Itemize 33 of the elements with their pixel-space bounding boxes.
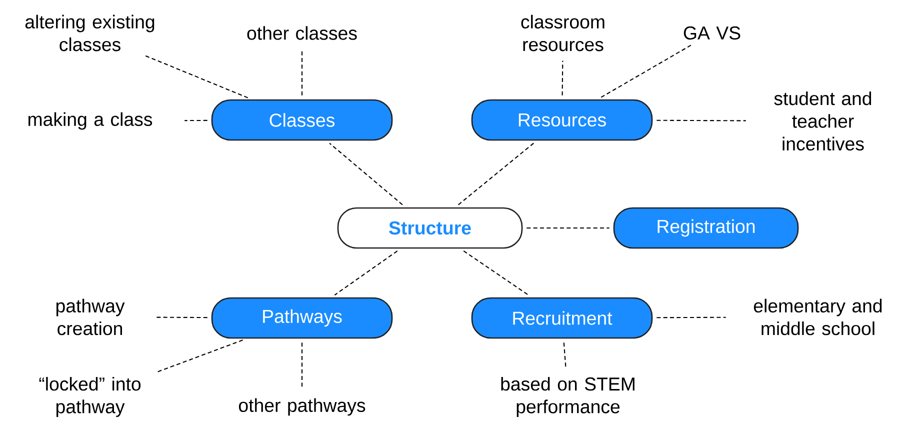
connector-line: [458, 142, 534, 206]
topic-note: based on STEM performance: [501, 376, 634, 418]
topic-box: Registration: [613, 207, 799, 249]
connector-line: [184, 120, 208, 122]
connector-line: [600, 44, 692, 98]
topic-box: Recruitment: [471, 297, 653, 339]
connector-line: [155, 340, 243, 374]
connector-line: [334, 250, 398, 296]
topic-note: “locked” into pathway: [39, 376, 141, 418]
connector-line: [656, 316, 726, 318]
connector-line: [301, 342, 303, 389]
topic-note: classroom resources: [521, 14, 604, 52]
topic-note: pathway creation: [56, 298, 125, 336]
topic-note: GA VS: [684, 26, 740, 40]
topic-note: other classes: [247, 26, 357, 40]
topic-box: Classes: [211, 99, 393, 141]
connector-line: [329, 142, 403, 206]
topic-note: student and teacher incentives: [774, 91, 872, 151]
connector-line: [463, 250, 529, 296]
topic-note: altering existing classes: [25, 14, 154, 52]
connector-line: [301, 49, 303, 96]
connector-line: [656, 120, 746, 122]
central-box: Structure: [337, 207, 523, 249]
topic-box: Pathways: [211, 297, 393, 339]
connector-line: [563, 342, 566, 368]
topic-note: other pathways: [238, 398, 366, 416]
connector-line: [562, 60, 564, 96]
connector-line: [154, 316, 208, 318]
topic-note: making a class: [28, 112, 152, 130]
connector-line: [145, 55, 248, 98]
connector-line: [526, 227, 610, 229]
topic-note: elementary and middle school: [754, 298, 882, 336]
topic-box: Resources: [471, 99, 653, 141]
